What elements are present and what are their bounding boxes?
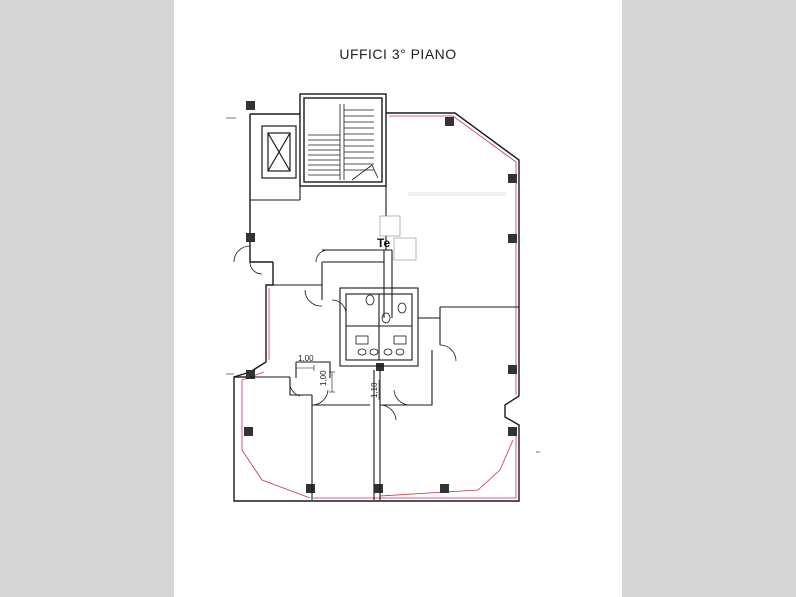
sanitary-fixtures xyxy=(355,294,407,356)
columns xyxy=(244,101,517,493)
closet-width-dimension: 1,00 xyxy=(298,354,314,363)
floor-plan-title: UFFICI 3° PIANO xyxy=(339,46,457,62)
closet-depth-dimension: 1,00 xyxy=(319,370,328,386)
exterior-marks xyxy=(226,117,540,453)
corridor-width-dimension: 1,10 xyxy=(370,382,379,398)
stamp-overlay xyxy=(379,192,506,261)
dimension-annotations xyxy=(295,365,380,400)
drawing-sheet: UFFICI 3° PIANO xyxy=(174,0,622,597)
staircase xyxy=(308,104,379,181)
stamp-text: Te xyxy=(377,236,390,250)
elevator-shaft xyxy=(261,125,297,179)
floor-plan: 1,00 1,00 1,10 Te xyxy=(226,93,540,502)
door-swings xyxy=(233,245,457,421)
